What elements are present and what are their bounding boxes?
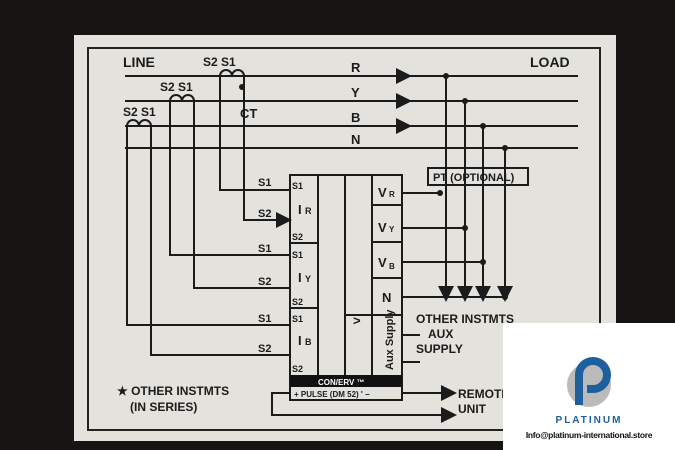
pt-optional: PT (OPTIONAL) xyxy=(433,172,515,184)
input-s1: S1 xyxy=(258,313,271,325)
wires xyxy=(125,68,578,423)
meter-s1: S1 xyxy=(292,314,303,324)
meter-s1: S1 xyxy=(292,250,303,260)
current-sub: B xyxy=(305,337,312,347)
label-border xyxy=(87,47,601,431)
line-label: LINE xyxy=(123,54,155,70)
input-s2: S2 xyxy=(258,276,271,288)
brand-bar: CON/ERV ™ xyxy=(318,378,365,387)
brand-name: PLATINUM xyxy=(555,415,623,426)
v-marker: > xyxy=(353,313,361,328)
ct-terms: S2 S1 xyxy=(160,80,193,94)
other-instmts: OTHER INSTMTS xyxy=(416,312,514,326)
current-ib: I xyxy=(298,333,302,348)
voltage-vb: V xyxy=(378,255,387,270)
contact-email: Info@platinum-international.store xyxy=(525,430,653,440)
voltage-sub: R xyxy=(389,190,395,199)
supply-label: SUPPLY xyxy=(416,342,463,356)
voltage-vy: V xyxy=(378,220,387,235)
aux-label: AUX xyxy=(428,327,453,341)
input-s2: S2 xyxy=(258,208,271,220)
load-label: LOAD xyxy=(530,54,570,70)
ct-terms: S2 S1 xyxy=(203,55,236,69)
phase-y: Y xyxy=(351,85,360,100)
series-note: ★ OTHER INSTMTS xyxy=(117,384,229,398)
input-s1: S1 xyxy=(258,177,271,189)
meter-s2: S2 xyxy=(292,232,303,242)
neutral-n: N xyxy=(382,290,391,305)
input-s2: S2 xyxy=(258,343,271,355)
input-s1: S1 xyxy=(258,243,271,255)
ct-terms: S2 S1 xyxy=(123,105,156,119)
meter-s1: S1 xyxy=(292,181,303,191)
current-sub: Y xyxy=(305,274,311,284)
current-sub: R xyxy=(305,206,312,216)
aux-supply-terminal: Aux Supply xyxy=(384,309,396,370)
voltage-vr: V xyxy=(378,185,387,200)
ct-label: CT xyxy=(240,106,257,121)
remote-label: REMOTE xyxy=(458,387,509,401)
meter-s2: S2 xyxy=(292,364,303,374)
watermark: PLATINUM Info@platinum-international.sto… xyxy=(503,323,675,450)
current-ir: I xyxy=(298,202,302,217)
voltage-sub: B xyxy=(389,262,395,271)
unit-label: UNIT xyxy=(458,402,487,416)
series-note-sub: (IN SERIES) xyxy=(130,400,197,414)
phase-r: R xyxy=(351,60,361,75)
current-iy: I xyxy=(298,270,302,285)
voltage-sub: Y xyxy=(389,225,395,234)
platinum-logo-icon xyxy=(567,357,611,407)
phase-b: B xyxy=(351,110,360,125)
pulse-terminal: + PULSE (DM 52) ' − xyxy=(294,390,370,399)
meter-s2: S2 xyxy=(292,297,303,307)
phase-n: N xyxy=(351,132,360,147)
